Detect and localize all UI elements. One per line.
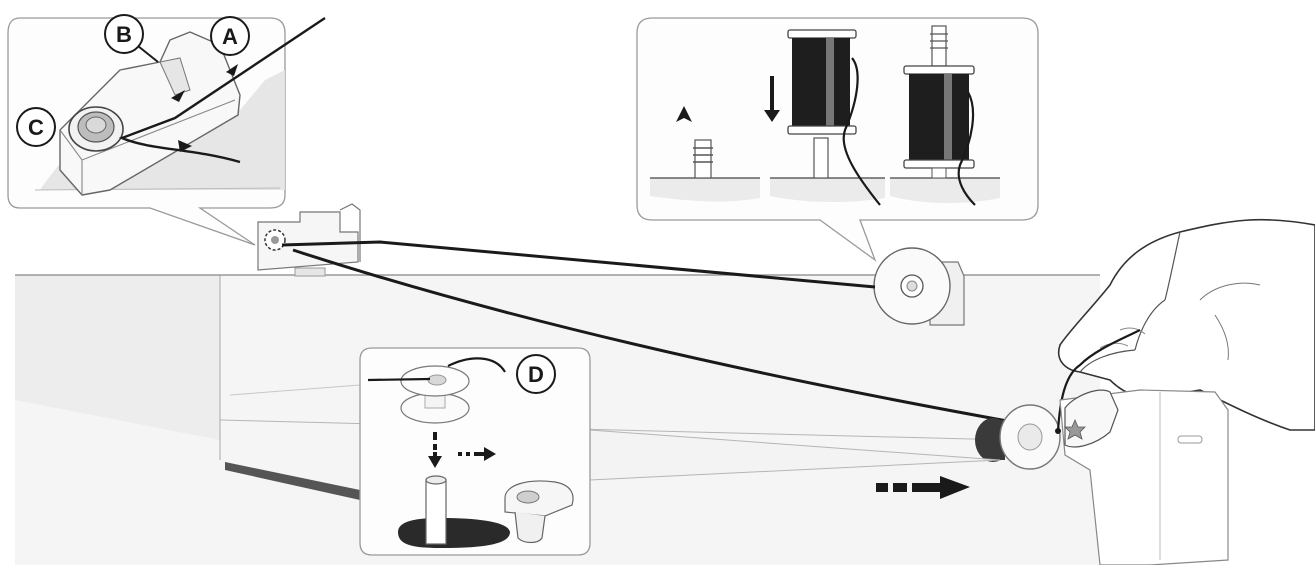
label-c: C	[16, 107, 56, 147]
svg-text:A: A	[222, 24, 238, 49]
bobbin-winder-spindle	[398, 475, 510, 548]
svg-text:C: C	[28, 115, 44, 140]
bobbin-on-winder	[975, 404, 1061, 470]
spool-pin-base	[873, 247, 965, 326]
label-d: D	[516, 354, 556, 394]
svg-text:B: B	[116, 22, 132, 47]
label-a: A	[210, 16, 250, 56]
spool-pin-retracted	[693, 139, 713, 179]
thread-spool-lowering	[787, 29, 881, 206]
arrow-down-icon	[764, 76, 780, 122]
dashed-arrow-right-icon	[876, 476, 970, 499]
callout-spool-pin	[636, 17, 1039, 262]
dashed-arrow-down-icon	[428, 432, 442, 468]
bobbin-empty	[367, 357, 506, 424]
winder-spindle-housing	[1059, 389, 1229, 565]
dashed-arrow-right-small-icon	[458, 447, 496, 461]
svg-text:D: D	[528, 362, 544, 387]
bobbin-winder-unit	[257, 203, 361, 277]
bobbin-stopper	[504, 480, 574, 544]
callout-bobbin-placement: D	[359, 347, 1001, 556]
star-icon	[1064, 418, 1086, 440]
thread-path	[281, 240, 1059, 432]
arrow-up-icon	[676, 106, 692, 122]
callout-thread-guide: A B C	[7, 14, 326, 246]
thread-spool-seated	[903, 25, 976, 206]
label-b: B	[104, 14, 159, 63]
